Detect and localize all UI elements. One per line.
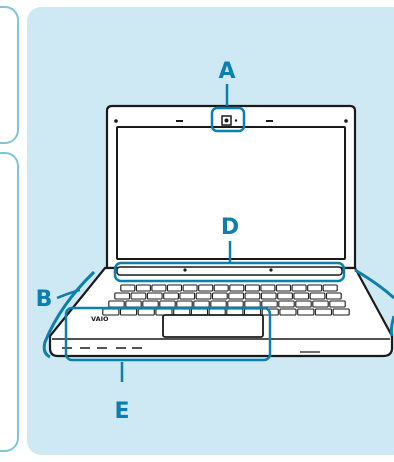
keyboard-key <box>176 300 193 308</box>
keyboard-key <box>229 284 245 292</box>
callout-e: E <box>64 306 272 424</box>
label-a: A <box>218 59 235 84</box>
laptop-base: VAIO <box>48 266 394 358</box>
keyboard-key <box>295 300 312 308</box>
callout-d: D <box>113 215 346 283</box>
keyboard-key <box>213 284 229 292</box>
brand-logo: VAIO <box>91 315 109 323</box>
keyboard-key <box>244 284 260 292</box>
keyboard-key <box>198 284 214 292</box>
side-card-bottom <box>0 152 19 452</box>
keyboard-key <box>114 292 131 300</box>
keyboard-key <box>244 300 261 308</box>
keyboard-key <box>260 292 277 300</box>
keyboard-key <box>261 300 278 308</box>
keyboard-key <box>309 292 326 300</box>
keyboard-key <box>278 300 295 308</box>
keyboard-key <box>151 284 167 292</box>
keyboard-key <box>260 284 276 292</box>
keyboard-key <box>119 308 138 316</box>
callout-a: A <box>210 59 246 133</box>
keyboard-key <box>293 292 310 300</box>
keyboard-key <box>227 300 244 308</box>
keyboard-key <box>329 300 346 308</box>
keyboard-key <box>166 284 183 292</box>
keyboard-key <box>297 308 315 316</box>
keyboard-key <box>130 292 147 300</box>
touchpad <box>162 314 264 338</box>
hinge-bar <box>116 266 343 276</box>
keyboard-key <box>146 292 163 300</box>
keyboard-key <box>312 300 329 308</box>
keyboard-key <box>314 308 333 316</box>
keyboard-key <box>275 284 292 292</box>
keyboard-key <box>142 300 159 308</box>
keyboard-key <box>322 284 338 292</box>
callout-b: B <box>36 268 394 359</box>
keyboard-key <box>244 292 261 300</box>
keyboard-key <box>135 284 151 292</box>
keyboard-key <box>159 300 176 308</box>
keyboard-key <box>228 292 245 300</box>
keyboard-key <box>137 308 155 316</box>
label-d: D <box>221 215 239 240</box>
keyboard-key <box>179 292 196 300</box>
keyboard-key <box>125 300 142 308</box>
keyboard-key <box>332 308 350 316</box>
keyboard-key <box>210 300 227 308</box>
label-b: B <box>36 287 53 312</box>
side-card-top <box>0 6 19 144</box>
keyboard-key <box>291 284 307 292</box>
keyboard-key <box>163 292 179 300</box>
keyboard-key <box>307 284 323 292</box>
keyboard-key <box>193 300 210 308</box>
keyboard-key <box>325 292 342 300</box>
webcam-icon <box>221 115 238 126</box>
keyboard-key <box>195 292 212 300</box>
keyboard-key <box>277 292 293 300</box>
keyboard-key <box>108 300 125 308</box>
label-e: E <box>114 399 129 424</box>
keyboard-key <box>182 284 198 292</box>
keyboard-key <box>279 308 297 316</box>
keyboard-key <box>120 284 136 292</box>
keyboard-key <box>211 292 228 300</box>
